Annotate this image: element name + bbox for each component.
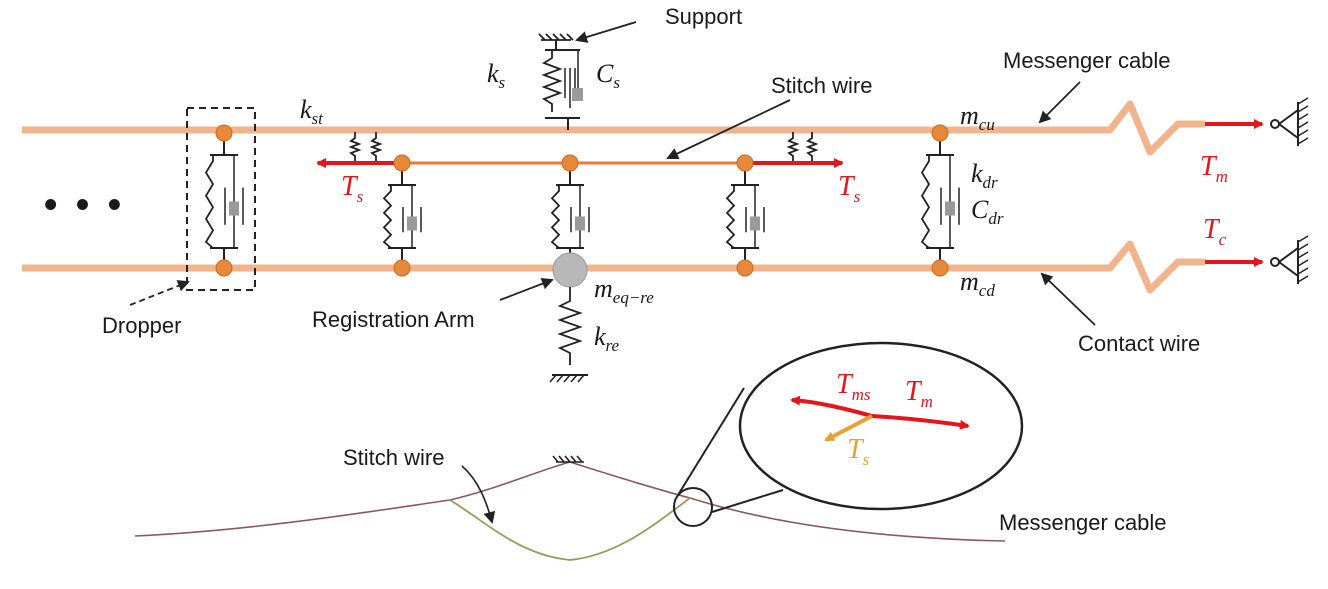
contact-wire <box>22 240 1205 294</box>
dropper-4-spring-damper <box>920 135 960 268</box>
bottom-stitch-arrow <box>461 465 496 524</box>
node-8 <box>736 154 754 172</box>
node-1 <box>215 124 233 142</box>
dropper-2-spring-damper <box>382 165 422 268</box>
dropper-label: Dropper <box>102 313 181 338</box>
zoom-tms-symbol: Tms <box>836 369 871 404</box>
node-2 <box>215 259 233 277</box>
dropper-registration-spring-damper <box>550 165 590 268</box>
dropper-3-spring-damper <box>725 165 765 268</box>
bottom-stitch-curve <box>449 497 691 561</box>
node-7 <box>561 154 579 172</box>
registration-arm-arrow <box>499 277 554 301</box>
node-5 <box>393 154 411 172</box>
bottom-messenger-curve <box>134 455 1006 542</box>
mcd-symbol: mcd <box>960 267 995 300</box>
zoom-ts-arrow <box>824 414 873 442</box>
support-spring-damper <box>538 33 583 130</box>
zoom-small-circle <box>673 487 713 527</box>
kdr-symbol: kdr <box>971 159 998 192</box>
kst-symbol: kst <box>300 95 324 128</box>
support-label: Support <box>665 4 742 29</box>
messenger-cable-label: Messenger cable <box>1003 48 1171 73</box>
node-3 <box>931 124 949 142</box>
messenger-cable <box>22 100 1205 156</box>
ellipsis-dots: • • • <box>44 184 125 226</box>
meq-re-symbol: meq−re <box>594 274 654 307</box>
zoom-tms-arrow <box>790 395 873 418</box>
contact-tension-arrow <box>1205 235 1309 284</box>
zoom-connector-lines <box>677 387 784 513</box>
dropper-box <box>186 107 256 291</box>
registration-arm-mass <box>552 252 588 288</box>
kre-symbol: kre <box>594 322 620 355</box>
dropper-1-spring-damper <box>204 135 244 268</box>
dropper-arrow <box>129 280 190 306</box>
contact-wire-label: Contact wire <box>1078 331 1200 356</box>
messenger-tension-arrow <box>1205 97 1309 146</box>
tm-symbol: Tm <box>1200 151 1228 186</box>
cdr-symbol: Cdr <box>971 195 1004 228</box>
node-9 <box>736 259 754 277</box>
ks-symbol: ks <box>487 59 506 92</box>
messenger-cable-bottom-label: Messenger cable <box>999 510 1167 535</box>
cs-symbol: Cs <box>596 59 620 92</box>
support-arrow <box>575 21 637 43</box>
contact-wire-arrow <box>1040 272 1096 326</box>
registration-arm-spring <box>549 287 588 383</box>
zoom-tm-symbol: Tm <box>905 376 933 411</box>
stitch-wire-arrow <box>666 99 791 160</box>
stitch-wire-label: Stitch wire <box>771 73 872 98</box>
ts-right-symbol: Ts <box>838 171 861 206</box>
messenger-cable-arrow <box>1038 81 1081 124</box>
ts-left-symbol: Ts <box>341 171 364 206</box>
zoom-ts-symbol: Ts <box>847 434 870 469</box>
registration-arm-label: Registration Arm <box>312 307 475 332</box>
mcu-symbol: mcu <box>960 101 995 134</box>
node-6 <box>393 259 411 277</box>
stitch-wire-bottom-label: Stitch wire <box>343 445 444 470</box>
zoom-tm-arrow <box>871 414 970 430</box>
zoom-large-ellipse <box>738 341 1024 511</box>
node-4 <box>931 259 949 277</box>
tc-symbol: Tc <box>1203 214 1227 249</box>
